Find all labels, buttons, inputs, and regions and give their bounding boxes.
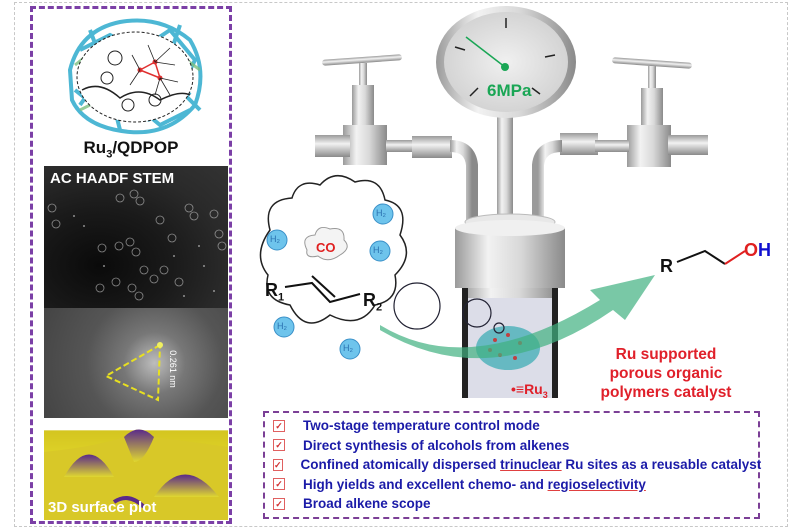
- product-r-group: R: [660, 256, 673, 276]
- feature-item: ✓High yields and excellent chemo- and re…: [273, 475, 758, 495]
- h2-label-5: H₂: [343, 343, 353, 353]
- figure-frame: [14, 2, 788, 527]
- feature-item: ✓Broad alkene scope: [273, 494, 758, 514]
- r2-substituent: R2: [363, 290, 383, 314]
- autoclave-reactor-illustration: [259, 6, 746, 398]
- stem-image: AC HAADF STEM: [44, 166, 228, 308]
- stem-zoom-image: 0.261 nm: [44, 308, 228, 418]
- h2-label-4: H₂: [277, 321, 287, 331]
- catalyst-description: Ru supported porous organic polymers cat…: [600, 346, 732, 401]
- r1-substituent: R1: [265, 280, 285, 304]
- scale-label: 0.261 nm: [167, 350, 178, 388]
- surface-plot-label: 3D surface plot: [48, 499, 157, 516]
- feature-item: ✓Confined atomically dispersed trinuclea…: [273, 457, 762, 473]
- product-hydroxyl: OH: [744, 240, 772, 260]
- stem-label: AC HAADF STEM: [50, 170, 175, 187]
- pressure-label: 6MPa: [487, 81, 532, 100]
- checkbox-icon: ✓: [273, 439, 285, 452]
- catalyst-name-label: Ru3/QDPOP: [83, 138, 179, 161]
- checkbox-icon: ✓: [273, 497, 285, 510]
- checkbox-icon: ✓: [273, 458, 283, 471]
- characterization-panel: [30, 6, 232, 524]
- checkbox-icon: ✓: [273, 478, 285, 491]
- features-box: ✓Two-stage temperature control mode ✓Dir…: [263, 411, 762, 519]
- h2-label-1: H₂: [270, 234, 280, 244]
- co-label: CO: [316, 240, 336, 255]
- surface-plot: 3D surface plot: [44, 422, 228, 520]
- h2-label-3: H₂: [373, 245, 383, 255]
- feature-item: ✓Direct synthesis of alcohols from alken…: [273, 436, 758, 456]
- h2-label-2: H₂: [376, 208, 386, 218]
- checkbox-icon: ✓: [273, 419, 285, 432]
- molecular-cage-illustration: [67, 18, 203, 135]
- feature-item: ✓Two-stage temperature control mode: [273, 416, 758, 436]
- ru3-legend: •≡Ru3: [511, 381, 548, 400]
